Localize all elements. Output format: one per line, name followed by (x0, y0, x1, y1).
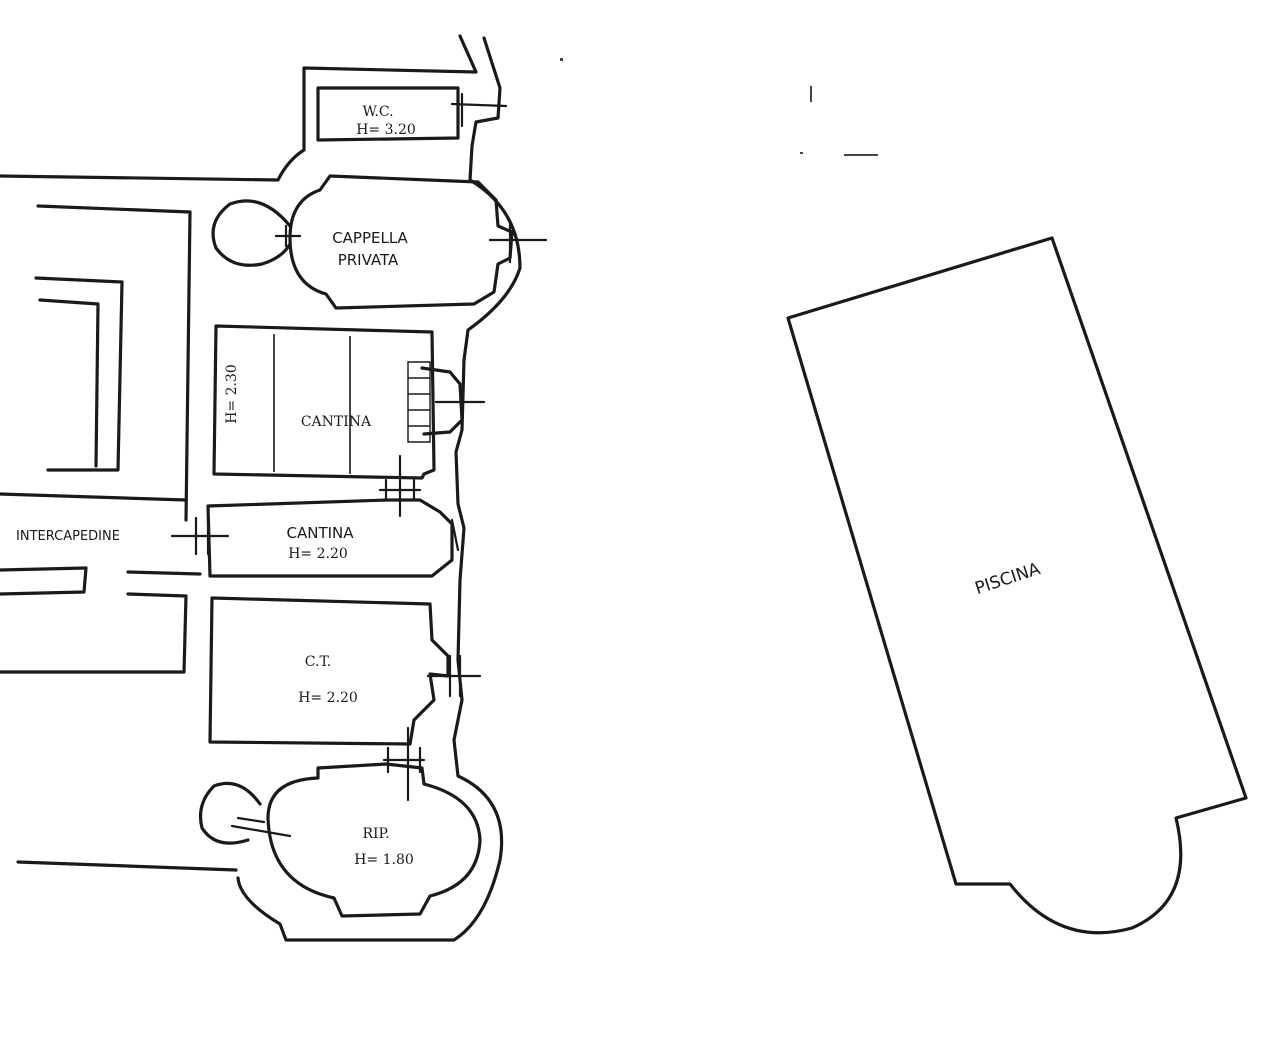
corridor-wall-inner2 (38, 298, 100, 468)
wc-height: H= 3.20 (356, 122, 416, 138)
bottom-left-wall (16, 860, 238, 872)
cappella-label-line2: PRIVATA (338, 251, 399, 269)
cantina-stair (407, 361, 431, 443)
outer-wall-right (236, 358, 504, 942)
rip-door (230, 816, 292, 838)
cantina-upper-height: H= 2.30 (224, 364, 240, 424)
ct-label: C.T. (305, 654, 331, 670)
cantina-upper-label: CANTINA (301, 414, 372, 430)
corridor-wall-bottom2 (0, 570, 202, 674)
cappella-niche (211, 199, 292, 267)
cappella-label-line1: CAPPELLA (332, 229, 408, 247)
pool-outline (786, 236, 1248, 935)
ct-height: H= 2.20 (298, 690, 358, 706)
ct-room (208, 596, 450, 746)
cantina-lower-door-left (170, 516, 230, 556)
cappella-door-left (274, 224, 302, 248)
cantina-lower-door-right (450, 518, 460, 552)
pool-plan: PISCINA (786, 236, 1248, 935)
entrance-wall (0, 34, 478, 182)
rip-label: RIP. (362, 826, 389, 842)
intercapedine-label: INTERCAPEDINE (16, 529, 120, 544)
wc-label: W.C. (362, 104, 393, 120)
rip-niche (198, 781, 262, 845)
cantina-upper-room (212, 324, 436, 480)
cantina-upper-door-lower (378, 454, 422, 518)
pool-label: PISCINA (973, 559, 1044, 599)
cantina-lower-height: H= 2.20 (288, 546, 348, 562)
scan-specks (560, 58, 878, 156)
rip-room (266, 762, 482, 918)
entrance-wall-right (462, 36, 522, 362)
rip-height: H= 1.80 (354, 852, 414, 868)
corridor-wall-mid (0, 492, 188, 502)
corridor-wall-inner (34, 276, 124, 472)
cappella-door-right (488, 220, 548, 264)
corridor-wall-outer (36, 204, 192, 522)
basement-plan: W.C. H= 3.20 CAPPELLA PRIVATA CANTINA H=… (0, 34, 548, 942)
corridor-wall-bottom (0, 566, 88, 596)
cantina-lower-label: CANTINA (286, 524, 354, 542)
ct-door-lower (382, 726, 426, 802)
ct-door-right (426, 654, 482, 698)
wc-door (450, 92, 508, 128)
wc-room (316, 86, 460, 142)
